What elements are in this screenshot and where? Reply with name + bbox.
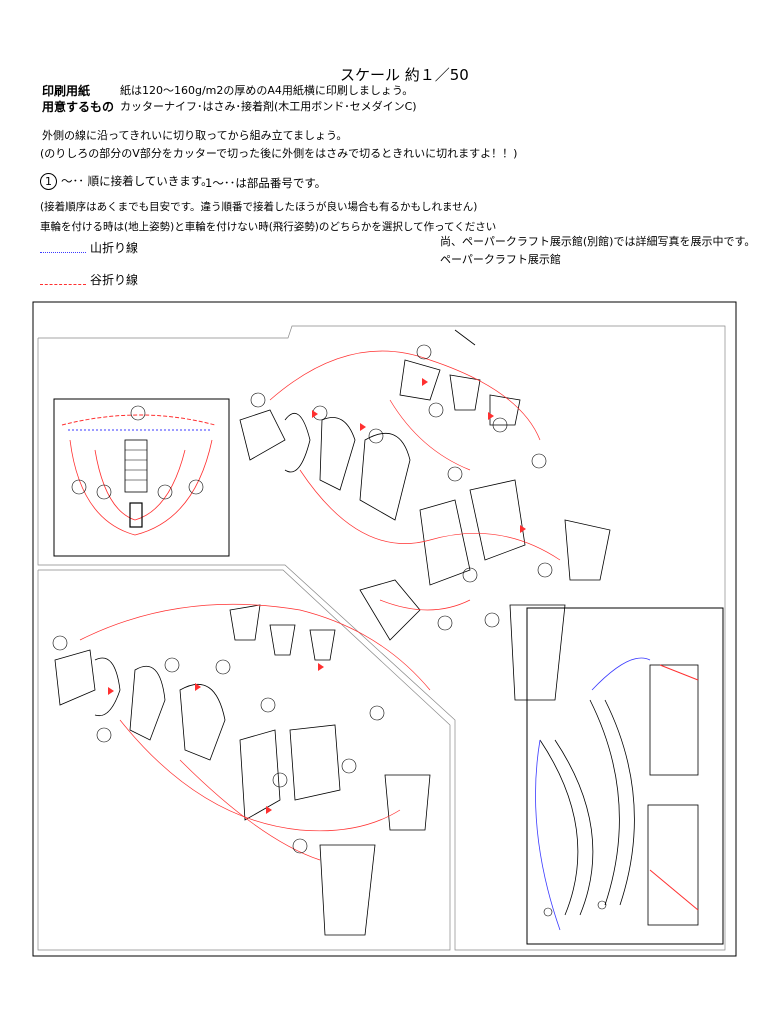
step-text: ～･･ 順に接着していきます。 bbox=[61, 173, 213, 188]
mountain-fold-label: 山折り線 bbox=[90, 241, 139, 255]
order-note: (接着順序はあくまでも目安です。違う順番で接着したほうが良い場合も有るかもしれま… bbox=[40, 201, 478, 213]
instruction-2: (のりしろの部分のV部分をカッターで切った後に外側をはさみで切るときれいに切れま… bbox=[40, 147, 518, 160]
assembly-number-circles bbox=[52, 344, 553, 854]
step-circle: 1 bbox=[40, 173, 57, 190]
glue-tab-markers bbox=[108, 378, 526, 814]
sheet-border bbox=[32, 301, 737, 957]
upper-fold-lines bbox=[269, 350, 561, 611]
tools-text: カッターナイフ･はさみ･接着剤(木工用ボンド･セメダインC) bbox=[120, 100, 417, 113]
instruction-1: 外側の線に沿ってきれいに切り取ってから組み立てましょう。 bbox=[42, 129, 348, 142]
valley-fold-legend: 谷折り線 bbox=[40, 274, 138, 286]
scale-text: スケール 約１／50 bbox=[340, 66, 469, 84]
lower-parts bbox=[54, 604, 431, 936]
tools-label: 用意するもの bbox=[42, 100, 115, 114]
gallery-note: 尚、ペーパークラフト展示館(別館)では詳細写真を展示中です。 bbox=[440, 235, 756, 248]
step-order-note: 1 ～･･ 順に接着していきます。 bbox=[40, 173, 213, 190]
gallery-link[interactable]: ペーパークラフト展示館 bbox=[440, 253, 561, 266]
mountain-fold-line-sample bbox=[40, 251, 86, 253]
valley-fold-line-sample bbox=[40, 283, 86, 285]
wheel-note: 車輪を付ける時は(地上姿勢)と車輪を付けない時(飛行姿勢)のどちらかを選択して作… bbox=[40, 221, 497, 233]
mountain-fold-legend: 山折り線 bbox=[40, 242, 138, 254]
paper-label: 印刷用紙 bbox=[42, 84, 91, 98]
inset-bottom-right bbox=[526, 607, 724, 945]
inset-top-left bbox=[53, 398, 230, 557]
lower-fold-lines bbox=[79, 603, 431, 861]
valley-fold-label: 谷折り線 bbox=[90, 273, 139, 287]
part-number-note: 1～･･は部品番号です。 bbox=[205, 176, 327, 190]
lower-frame bbox=[37, 569, 451, 951]
upper-parts bbox=[239, 329, 611, 701]
upper-frame bbox=[37, 325, 726, 951]
paper-text: 紙は120～160g/m2の厚めのA4用紙横に印刷しましょう。 bbox=[120, 84, 414, 97]
